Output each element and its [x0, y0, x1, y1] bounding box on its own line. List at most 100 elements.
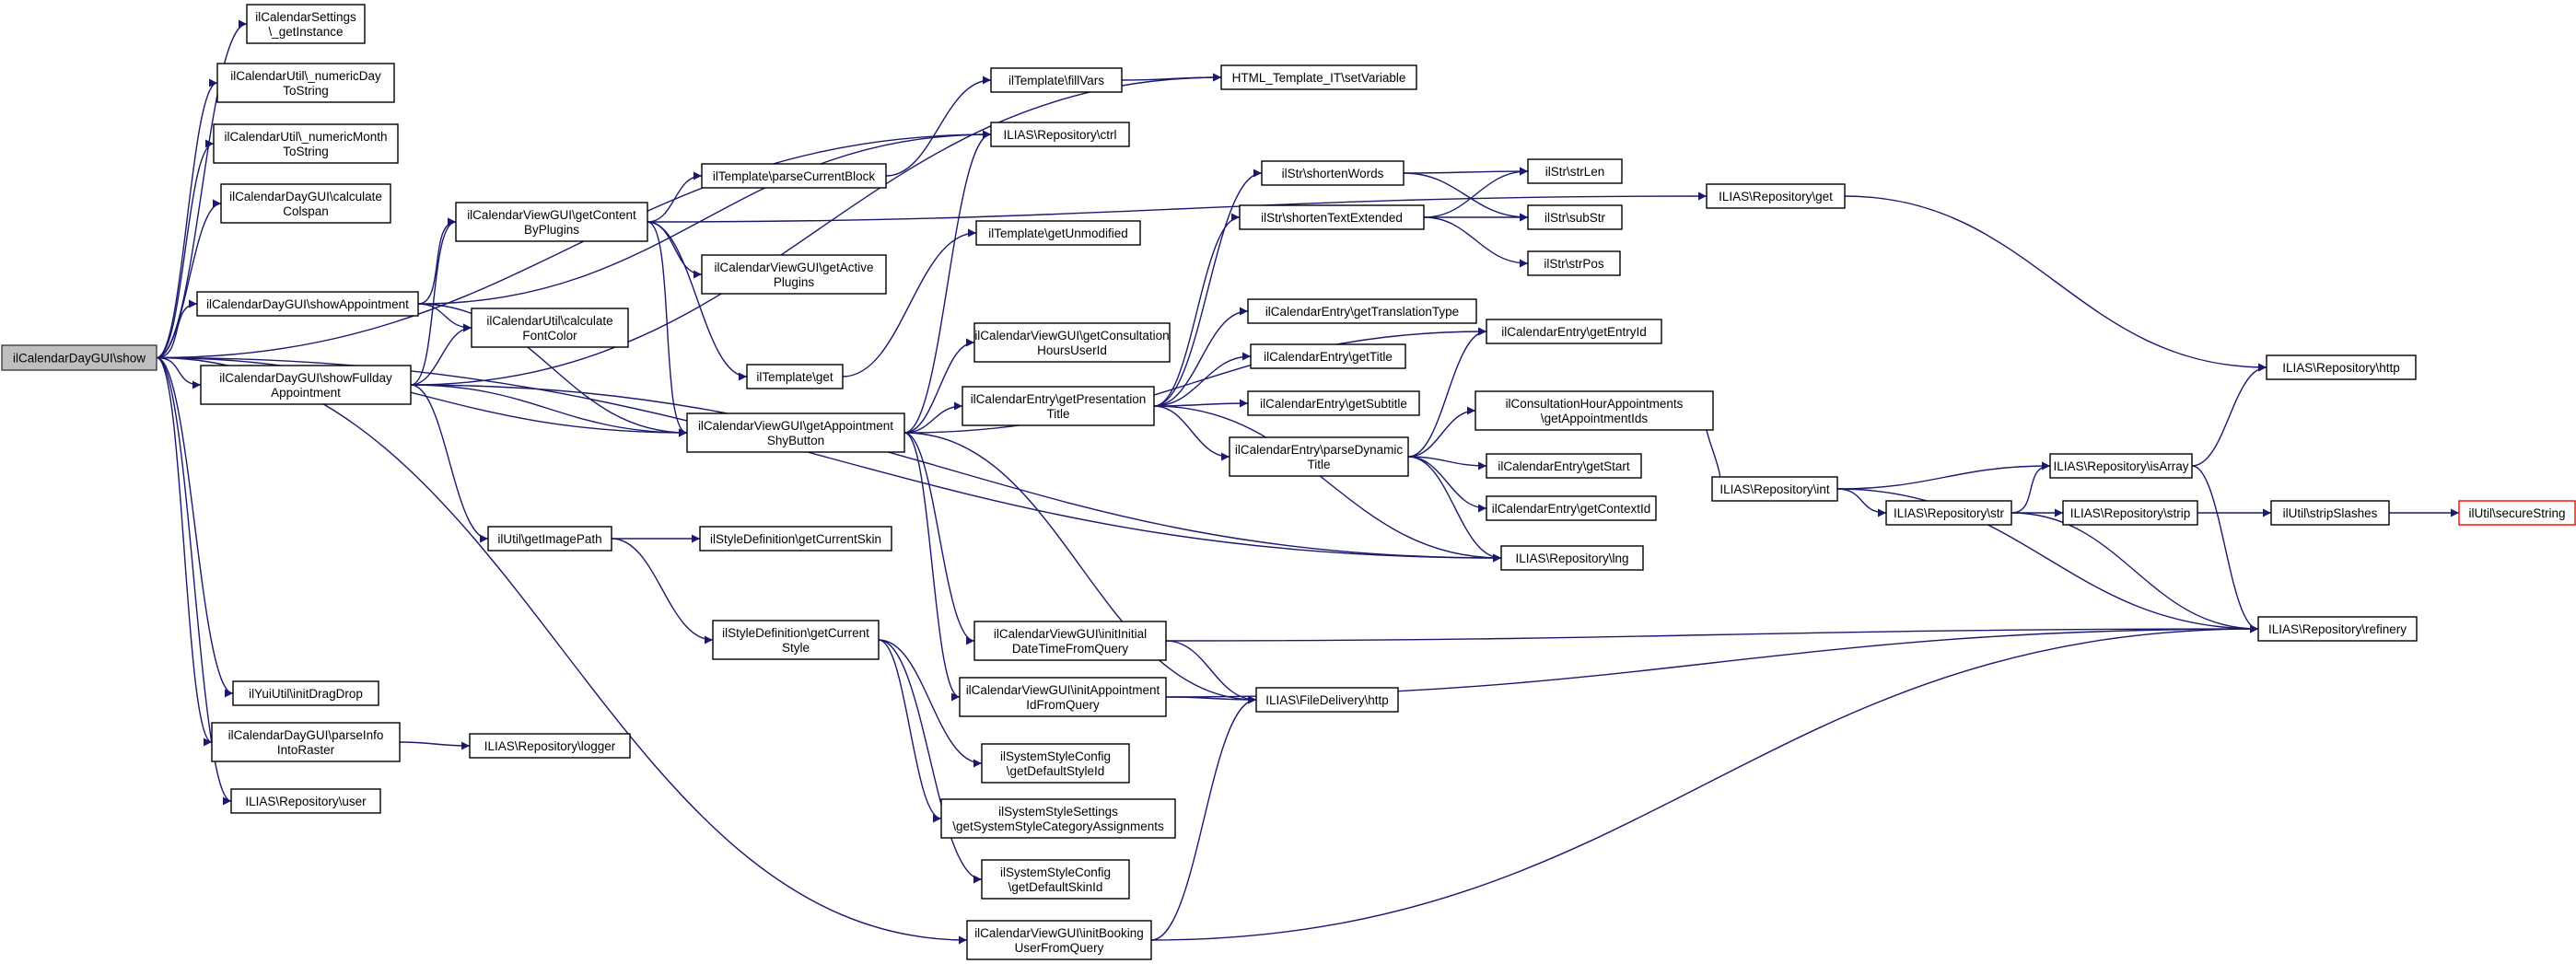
- edge-parse-current-block-to-fill-vars: [885, 75, 992, 177]
- node-str-pos[interactable]: ilStr\strPos: [1527, 250, 1621, 276]
- node-repo-str[interactable]: ILIAS\Repository\str: [1885, 500, 2012, 526]
- node-label: HTML_Template_IT\setVariable: [1232, 71, 1406, 85]
- node-get-translation-type[interactable]: ilCalendarEntry\getTranslationType: [1247, 298, 1477, 324]
- node-repo-http[interactable]: ILIAS\Repository\http: [2266, 354, 2417, 380]
- node-label: ILIAS\Repository\strip: [2070, 506, 2191, 520]
- node-label: ilStr\subStr: [1544, 211, 1606, 225]
- node-get-title[interactable]: ilCalendarEntry\getTitle: [1250, 343, 1406, 369]
- edge-show-to-calc-colspan: [156, 199, 222, 359]
- node-label: ilUtil\secureString: [2468, 506, 2565, 520]
- edge-shorten-text-ext-to-str-pos: [1423, 216, 1529, 268]
- node-label: ilCalendarUtil\_numericDay: [230, 69, 381, 83]
- node-settings-get-instance[interactable]: ilCalendarSettings\_getInstance: [246, 4, 366, 44]
- node-get-unmodified[interactable]: ilTemplate\getUnmodified: [975, 220, 1141, 246]
- node-get-sys-style-cat[interactable]: ilSystemStyleSettings\getSystemStyleCate…: [940, 798, 1176, 839]
- edge-shorten-text-ext-to-str-len: [1423, 167, 1529, 218]
- node-set-variable[interactable]: HTML_Template_IT\setVariable: [1220, 64, 1417, 90]
- node-box: [981, 859, 1130, 900]
- node-get-context-id[interactable]: ilCalendarEntry\getContextId: [1486, 495, 1657, 521]
- node-label: FontColor: [522, 329, 577, 343]
- node-repo-int[interactable]: ILIAS\Repository\int: [1711, 476, 1838, 502]
- node-repo-refinery[interactable]: ILIAS\Repository\refinery: [2257, 616, 2418, 642]
- node-box: [1, 344, 157, 371]
- edge-repo-get-to-repo-http: [1844, 195, 2267, 372]
- edge-get-current-style-to-get-sys-style-cat: [878, 639, 942, 823]
- node-str-len[interactable]: ilStr\strLen: [1527, 158, 1623, 184]
- node-label: ilCalendarEntry\getContextId: [1492, 502, 1651, 516]
- node-box: [973, 322, 1171, 363]
- node-get-start[interactable]: ilCalendarEntry\getStart: [1486, 453, 1642, 479]
- node-repo-user[interactable]: ILIAS\Repository\user: [230, 788, 381, 814]
- node-strip-slashes[interactable]: ilUtil\stripSlashes: [2270, 500, 2390, 526]
- node-box: [699, 526, 892, 552]
- node-label: IntoRaster: [277, 743, 335, 757]
- node-get-default-style-id[interactable]: ilSystemStyleConfig\getDefaultStyleId: [981, 743, 1130, 784]
- node-get-default-skin-id[interactable]: ilSystemStyleConfig\getDefaultSkinId: [981, 859, 1130, 900]
- node-get-current-skin[interactable]: ilStyleDefinition\getCurrentSkin: [699, 526, 892, 552]
- node-label: ilStr\strLen: [1545, 165, 1605, 179]
- node-label: ILIAS\Repository\isArray: [2053, 459, 2188, 473]
- node-label: Title: [1307, 458, 1330, 471]
- node-box: [990, 122, 1130, 147]
- node-init-booking[interactable]: ilCalendarViewGUI\initBookingUserFromQue…: [966, 920, 1152, 960]
- edge-get-current-style-to-get-default-skin-id: [878, 639, 983, 884]
- node-box: [2458, 500, 2576, 526]
- node-repo-get[interactable]: ILIAS\Repository\get: [1706, 183, 1846, 209]
- node-secure-string[interactable]: ilUtil\secureString: [2458, 500, 2576, 526]
- edge-get-appt-shy-button-to-init-appt-id: [903, 432, 961, 702]
- node-init-initial-date[interactable]: ilCalendarViewGUI\initInitialDateTimeFro…: [973, 621, 1167, 661]
- node-shorten-text-ext[interactable]: ilStr\shortenTextExtended: [1239, 204, 1425, 230]
- node-label: \getAppointmentIds: [1541, 412, 1649, 425]
- node-box: [471, 308, 629, 348]
- node-init-drag-drop[interactable]: ilYuiUtil\initDragDrop: [232, 680, 379, 706]
- node-box: [1486, 319, 1662, 344]
- node-get-consultation[interactable]: ilCalendarViewGUI\getConsultationHoursUs…: [973, 322, 1171, 363]
- node-repo-is-array[interactable]: ILIAS\Repository\isArray: [2049, 453, 2193, 479]
- node-parse-current-block[interactable]: ilTemplate\parseCurrentBlock: [701, 163, 887, 189]
- node-label: Plugins: [774, 275, 815, 289]
- edge-get-image-path-to-get-current-style: [611, 538, 714, 645]
- node-get-appointment-ids[interactable]: ilConsultationHourAppointments\getAppoin…: [1474, 390, 1714, 431]
- edge-show-fullday-to-get-image-path: [410, 384, 489, 543]
- node-show[interactable]: ilCalendarDayGUI\show: [1, 344, 157, 371]
- edge-repo-int-to-repo-is-array: [1836, 461, 2051, 490]
- node-show-appointment[interactable]: ilCalendarDayGUI\showAppointment: [196, 291, 419, 317]
- node-file-delivery-http[interactable]: ILIAS\FileDelivery\http: [1255, 687, 1399, 713]
- node-repo-lng[interactable]: ILIAS\Repository\lng: [1500, 545, 1644, 571]
- edge-show-to-parse-info: [156, 356, 213, 747]
- node-box: [216, 63, 395, 103]
- edge-init-booking-to-file-delivery-http: [1150, 695, 1257, 941]
- node-box: [701, 254, 887, 295]
- node-repo-ctrl[interactable]: ILIAS\Repository\ctrl: [990, 122, 1130, 147]
- node-get-image-path[interactable]: ilUtil\getImagePath: [487, 526, 612, 552]
- node-get-entry-id[interactable]: ilCalendarEntry\getEntryId: [1486, 319, 1662, 344]
- node-fill-vars[interactable]: ilTemplate\fillVars: [990, 67, 1123, 93]
- node-init-appt-id[interactable]: ilCalendarViewGUI\initAppointmentIdFromQ…: [959, 677, 1167, 717]
- node-get-appt-shy-button[interactable]: ilCalendarViewGUI\getAppointmentShyButto…: [686, 412, 905, 453]
- node-repo-logger[interactable]: ILIAS\Repository\logger: [469, 733, 631, 759]
- node-tpl-get[interactable]: ilTemplate\get: [746, 364, 844, 389]
- node-label: ilCalendarViewGUI\getActive: [714, 261, 873, 274]
- node-label: ToString: [283, 145, 329, 158]
- node-label: ILIAS\Repository\http: [2282, 361, 2400, 375]
- node-shorten-words[interactable]: ilStr\shortenWords: [1261, 160, 1405, 186]
- node-box: [990, 67, 1123, 93]
- node-box: [966, 920, 1152, 960]
- node-label: ILIAS\Repository\lng: [1515, 552, 1628, 565]
- node-get-subtitle[interactable]: ilCalendarEntry\getSubtitle: [1247, 390, 1420, 416]
- node-sub-str[interactable]: ilStr\subStr: [1527, 204, 1623, 230]
- node-repo-strip[interactable]: ILIAS\Repository\strip: [2062, 500, 2198, 526]
- edge-parse-dynamic-title-to-get-context-id: [1407, 456, 1487, 513]
- node-label: ilCalendarEntry\getEntryId: [1501, 325, 1647, 339]
